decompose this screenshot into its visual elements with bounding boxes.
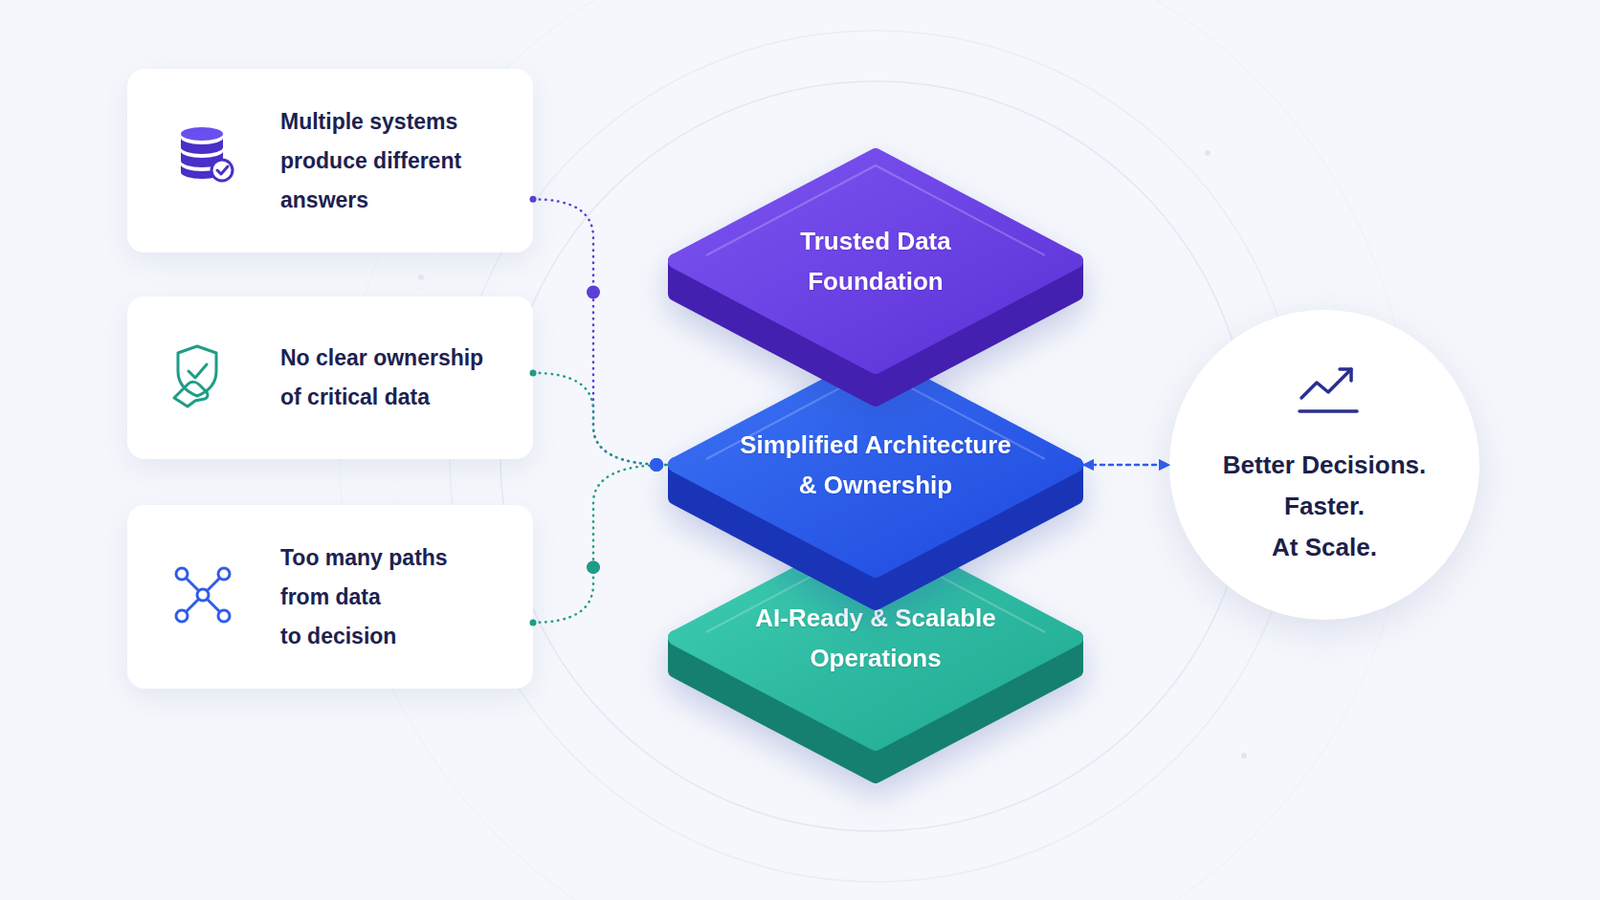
text-line: Simplified Architecture (739, 424, 1012, 466)
text-line: Foundation (807, 261, 944, 302)
connector-line (533, 199, 668, 466)
problem-card: No clear ownership of critical data (127, 296, 534, 460)
layer-diamond: Trusted Data Foundation (667, 148, 1084, 409)
diamond-face (675, 359, 1076, 571)
database-icon (180, 127, 233, 181)
connector-dot (649, 458, 664, 472)
network-icon (176, 568, 230, 623)
text-line: Operations (809, 638, 941, 679)
text-line: to decision (280, 617, 520, 657)
connector-dot (649, 458, 664, 472)
connector-dot (586, 560, 600, 575)
text-line: At Scale. (1271, 527, 1378, 569)
connector (530, 369, 669, 472)
node-text: Trusted Data Foundation (667, 148, 1084, 375)
text-line: of critical data (280, 377, 520, 418)
connector-dot (530, 619, 537, 626)
connector-dot (530, 196, 537, 203)
dot (1204, 150, 1211, 156)
connector (530, 458, 669, 626)
text-line: answers (280, 180, 520, 221)
diamond-face (675, 155, 1076, 367)
text-line: Better Decisions. (1222, 444, 1426, 487)
problem-card: Too many paths from data to decision (127, 505, 534, 689)
text-line: Too many paths (280, 538, 520, 578)
node-text: No clear ownership of critical data (280, 296, 520, 460)
text-line: from data (280, 577, 520, 618)
node-text: Better Decisions. Faster. At Scale. (1169, 444, 1480, 569)
ring (500, 81, 1251, 832)
text-line: & Ownership (799, 465, 953, 506)
connector-dot (530, 369, 537, 377)
connector-line (533, 373, 668, 466)
connector (530, 196, 669, 472)
diamond-face (675, 533, 1076, 744)
connector-line (533, 465, 668, 623)
shield-icon (174, 346, 217, 407)
text-line: Multiple systems (280, 102, 520, 142)
connector (1083, 465, 1170, 467)
dot (418, 274, 424, 281)
text-line: Trusted Data (800, 221, 952, 262)
connector-line (1083, 464, 1170, 467)
dot (1241, 753, 1247, 759)
connector-dot (586, 286, 600, 300)
text-line: Faster. (1284, 486, 1365, 528)
text-line: produce different (280, 141, 520, 181)
text-line: No clear ownership (280, 338, 520, 378)
trend-icon (1299, 369, 1357, 412)
connector-dot (649, 458, 664, 472)
node-text: Multiple systems produce different answe… (280, 68, 520, 253)
node-text: Too many paths from data to decision (280, 505, 520, 689)
outcome-circle: Better Decisions. Faster. At Scale. (1169, 310, 1480, 621)
